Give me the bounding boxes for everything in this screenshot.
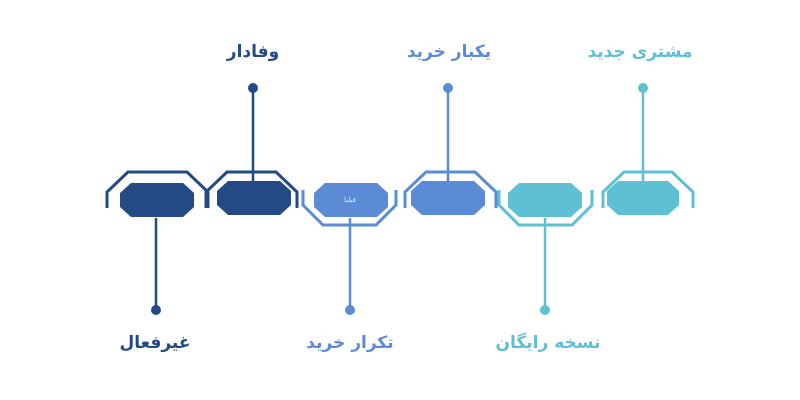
frame-outline-dark-blue-1: [204, 170, 299, 208]
stage-octagon-free-version: [508, 183, 582, 217]
connector-one-time-purchase: [443, 83, 453, 182]
stage-octagon-new-customer: [607, 181, 679, 215]
frame-outline-dark-blue-2: [105, 170, 210, 208]
stage-label-repeat-purchase: تکرار خرید: [306, 333, 393, 353]
connector-inactive: [151, 218, 161, 315]
connector-loyal: [248, 83, 258, 182]
stage-label-one-time-purchase: یکبار خرید: [407, 42, 491, 62]
frame-outline-light-blue-1: [403, 170, 498, 208]
watermark-text: فیلیا: [344, 196, 356, 204]
stage-octagon-one-time-purchase: [411, 181, 485, 215]
stage-octagon-inactive: [120, 183, 194, 217]
frame-outline-teal-1: [601, 170, 695, 208]
stage-octagon-loyal: [217, 181, 291, 215]
connector-new-customer: [638, 83, 648, 182]
stage-label-inactive: غیرفعال: [120, 333, 191, 353]
stage-octagon-repeat-purchase: [314, 183, 388, 217]
connector-free-version: [540, 218, 550, 315]
stage-label-loyal: وفادار: [226, 42, 279, 62]
stage-label-new-customer: مشتری جدید: [587, 42, 692, 62]
stage-label-free-version: نسخه رایگان: [496, 332, 601, 353]
connector-repeat-purchase: [345, 218, 355, 315]
